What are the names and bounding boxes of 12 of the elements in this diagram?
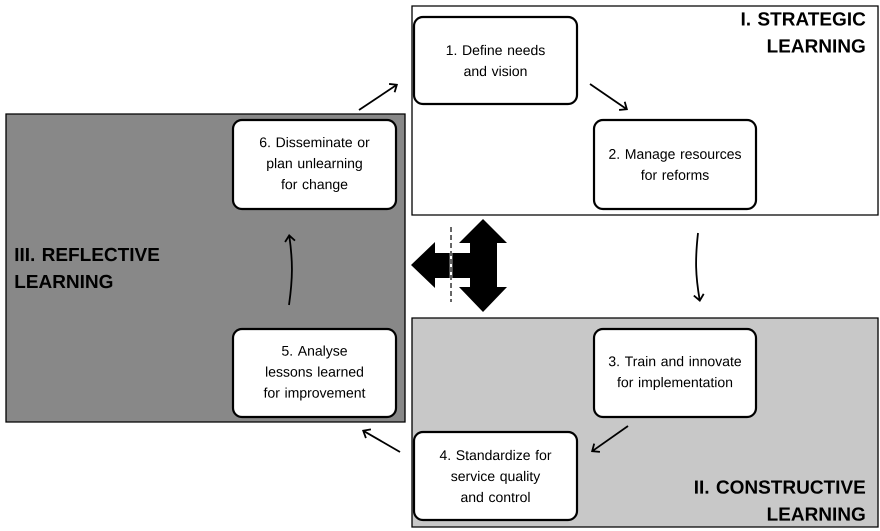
- arrow: [693, 232, 704, 302]
- step-box: 2. Manage resources for reforms: [592, 118, 758, 210]
- step-box: 5. Analyse lessons learned for improvement: [232, 328, 398, 418]
- arrow: [591, 425, 629, 453]
- step-box: 3. Train and innovate for implementation: [592, 328, 758, 418]
- arrow: [358, 83, 398, 111]
- step-box: 1. Define needs and vision: [412, 16, 578, 106]
- arrow: [590, 83, 628, 111]
- step-box: 4. Standardize for service quality and control: [412, 430, 578, 522]
- step-box: 6. Disseminate or plan unlearning for change: [232, 118, 398, 210]
- arrow: [362, 428, 400, 453]
- arrow: [284, 234, 296, 306]
